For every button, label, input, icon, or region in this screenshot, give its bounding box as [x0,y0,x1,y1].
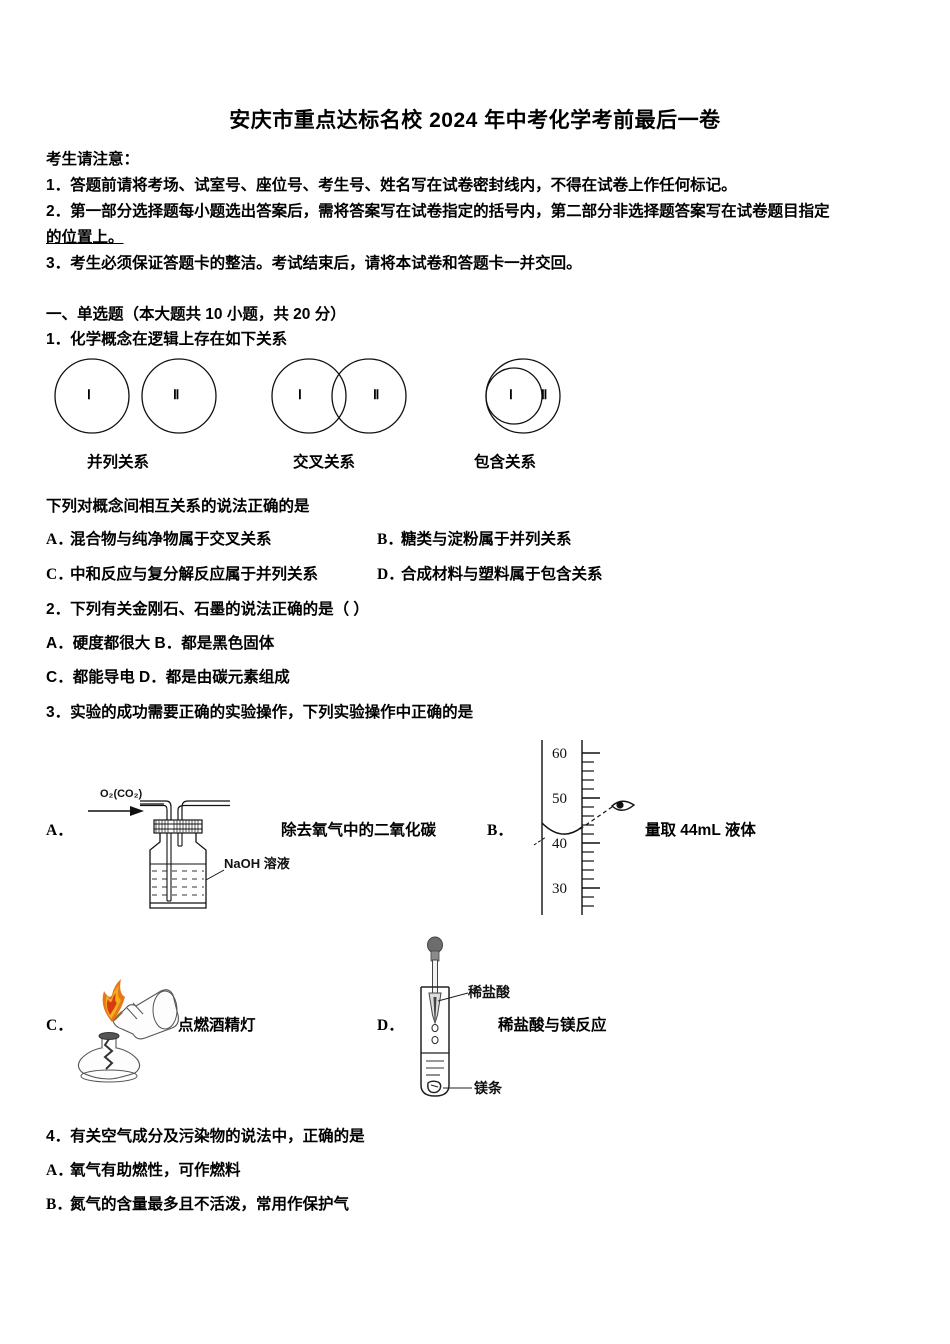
q3-option-c-caption: 点燃酒精灯 [178,1017,256,1034]
dilute-acid-label: 稀盐酸 [468,984,511,1000]
q3-option-c-figure [65,975,185,1090]
magnesium-strip-label: 镁条 [474,1080,503,1096]
q3-option-d-letter: D． [377,1017,404,1034]
contain-relation-label: 包含关系 [474,454,537,471]
q1-option-b-letter: B． [377,531,403,548]
notice-item-3: 的位置上。 [46,229,124,246]
notice-heading: 考生请注意： [46,151,140,168]
test-tube-magnesium-svg: 稀盐酸 镁条 [420,936,511,1097]
alcohol-lamp-lighting-svg [77,979,179,1083]
q3-option-b-figure: 60 50 40 30 [530,735,650,930]
q3-option-b-caption: 量取 44mL 液体 [645,822,756,839]
cylinder-tick-40: 40 [552,836,567,852]
flame-icon [102,979,125,1022]
q3-option-a-caption: 除去氧气中的二氧化碳 [281,822,437,839]
q4-option-a-letter: A． [46,1162,73,1179]
q1-option-a-text: 混合物与纯净物属于交叉关系 [70,531,272,548]
cylinder-tick-30: 30 [552,881,567,897]
question-2-options-line-1: A．硬度都很大 B．都是黑色固体 [46,635,275,652]
parallel-relation-label: 并列关系 [87,454,150,471]
q1-option-d-text: 合成材料与塑料属于包含关系 [401,566,603,583]
q1-option-a-letter: A． [46,531,73,548]
candidate-notice: 考生请注意： 1．答题前请将考场、试室号、座位号、考生号、姓名写在试卷密封线内，… [46,147,918,277]
relation-diagram-svg [54,358,561,434]
contain-roman-2: Ⅱ [541,387,548,402]
cylinder-tick-60: 60 [552,746,567,762]
question-2-options-line-2: C．都能导电 D．都是由碳元素组成 [46,669,290,686]
parallel-roman-2: Ⅱ [173,387,180,402]
contain-roman-1: Ⅰ [509,387,513,402]
question-2-stem: 2．下列有关金刚石、石墨的说法正确的是（ ） [46,601,369,618]
q1-option-c-letter: C． [46,566,73,583]
page-title: 安庆市重点达标名校 2024 年中考化学考前最后一卷 [229,109,721,132]
q4-option-a-text: 氧气有助燃性，可作燃料 [70,1162,241,1179]
naoh-solution-label: NaOH 溶液 [224,856,290,871]
parallel-relation-figure [54,358,217,434]
q1-option-d-letter: D． [377,566,404,583]
q1-option-c-text: 中和反应与复分解反应属于并列关系 [70,566,319,583]
q3-option-a-letter: A． [46,822,73,839]
intersect-roman-1: Ⅰ [298,387,302,402]
question-4-stem: 4．有关空气成分及污染物的说法中，正确的是 [46,1128,365,1145]
intersect-roman-2: Ⅱ [373,387,380,402]
question-1-stem: 1．化学概念在逻辑上存在如下关系 [46,331,288,348]
q4-option-b-letter: B． [46,1196,72,1213]
q1-relation-diagrams: Ⅰ Ⅱ Ⅰ Ⅱ Ⅰ Ⅱ 并列关系 交叉关系 包含关系 [46,345,646,480]
gas-inlet-label: O₂(CO₂) [100,788,142,800]
q3-option-b-letter: B． [487,822,513,839]
contain-relation-figure [485,358,561,434]
parallel-roman-1: Ⅰ [87,387,91,402]
notice-item-1: 1．答题前请将考场、试室号、座位号、考生号、姓名写在试卷密封线内，不得在试卷上作… [46,177,737,194]
q3-option-a-figure: O₂(CO₂) NaOH 溶液 [78,780,298,925]
notice-item-4: 3．考生必须保证答题卡的整洁。考试结束后，请将本试卷和答题卡一并交回。 [46,255,582,272]
intersect-relation-figure [271,358,407,434]
question-1-sub-stem: 下列对概念间相互关系的说法正确的是 [46,498,310,515]
intersect-relation-label: 交叉关系 [293,454,356,471]
section-heading: 一、单选题（本大题共 10 小题，共 20 分） [46,306,346,323]
notice-item-2: 2．第一部分选择题每小题选出答案后，需将答案写在试卷指定的括号内，第二部分非选择… [46,203,830,220]
graduated-cylinder-svg: 60 50 40 30 [533,740,636,915]
q3-option-d-caption: 稀盐酸与镁反应 [498,1017,607,1034]
question-3-stem: 3．实验的成功需要正确的实验操作，下列实验操作中正确的是 [46,704,474,721]
q4-option-b-text: 氮气的含量最多且不活泼，常用作保护气 [70,1196,350,1213]
q3-option-c-letter: C． [46,1017,73,1034]
q3-option-d-figure: 稀盐酸 镁条 [410,935,550,1105]
gas-washing-bottle-svg: O₂(CO₂) NaOH 溶液 [88,788,290,909]
eye-icon [610,800,636,811]
cylinder-tick-50: 50 [552,791,567,807]
q1-option-b-text: 糖类与淀粉属于并列关系 [401,531,572,548]
